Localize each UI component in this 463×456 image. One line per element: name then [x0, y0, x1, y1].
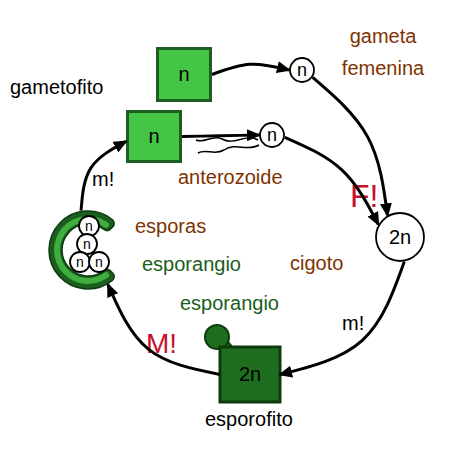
- cell-circle: n: [88, 251, 110, 273]
- cell-outline: [77, 234, 97, 254]
- stage-label: cigoto: [290, 252, 343, 275]
- cycle-arrow: [280, 262, 404, 375]
- cell-outline: [260, 123, 284, 147]
- cell-circle: n: [289, 57, 315, 83]
- cycle-arrow: [182, 135, 259, 137]
- cell-circle: n: [69, 251, 91, 273]
- part-name: esporangio: [142, 253, 241, 276]
- cell-outline: [290, 58, 314, 82]
- ploidy-label: n: [76, 254, 84, 270]
- stage-label: esporas: [135, 215, 206, 238]
- stage-label: gametofito: [10, 76, 103, 99]
- meiosis-mitosis-mark: m!: [92, 168, 114, 191]
- cycle-arrow: [313, 77, 388, 215]
- ploidy-label: n: [148, 125, 159, 148]
- flagellum: [198, 145, 259, 153]
- flagellum: [196, 138, 258, 142]
- cell-outline: [89, 252, 109, 272]
- sporangium-wall: [49, 211, 114, 289]
- stage-label: esporangio: [180, 292, 279, 315]
- stage-label: anterozoide: [178, 166, 283, 189]
- cycle-arrow: [108, 285, 220, 375]
- cell-outline: [70, 252, 90, 272]
- cell-outline: [376, 213, 424, 261]
- ploidy-label: 2n: [389, 226, 411, 249]
- meiosis-mitosis-mark: M!: [146, 328, 177, 360]
- cycle-arrow: [285, 137, 379, 224]
- ploidy-label: n: [85, 218, 93, 234]
- cell-circle: n: [78, 215, 100, 237]
- sporangium-inner: [54, 216, 109, 284]
- cell-circle: 2n: [375, 212, 425, 262]
- sporophyte-box: 2n: [220, 347, 280, 402]
- meiosis-mitosis-mark: m!: [342, 312, 364, 335]
- cycle-arrow: [81, 141, 126, 210]
- stage-label: F!: [350, 178, 378, 215]
- cell-outline: [79, 216, 99, 236]
- ploidy-label: n: [178, 63, 189, 86]
- cycle-arrow: [212, 64, 289, 74]
- stage-label: esporofito: [205, 408, 293, 431]
- ploidy-label: 2n: [239, 363, 261, 386]
- sporangium-shape: esporangionnnn: [48, 205, 128, 295]
- gametophyte-box: n: [126, 110, 182, 163]
- ploidy-label: n: [83, 236, 91, 252]
- sporophyte-outline: [220, 347, 280, 402]
- ploidy-label: n: [297, 60, 307, 81]
- gametophyte-box: n: [156, 47, 212, 102]
- stage-label: gameta femenina: [318, 20, 448, 84]
- cell-circle: n: [259, 122, 285, 148]
- ploidy-label: n: [267, 125, 277, 146]
- sporangium-bulb: [205, 325, 229, 349]
- ploidy-label: n: [95, 254, 103, 270]
